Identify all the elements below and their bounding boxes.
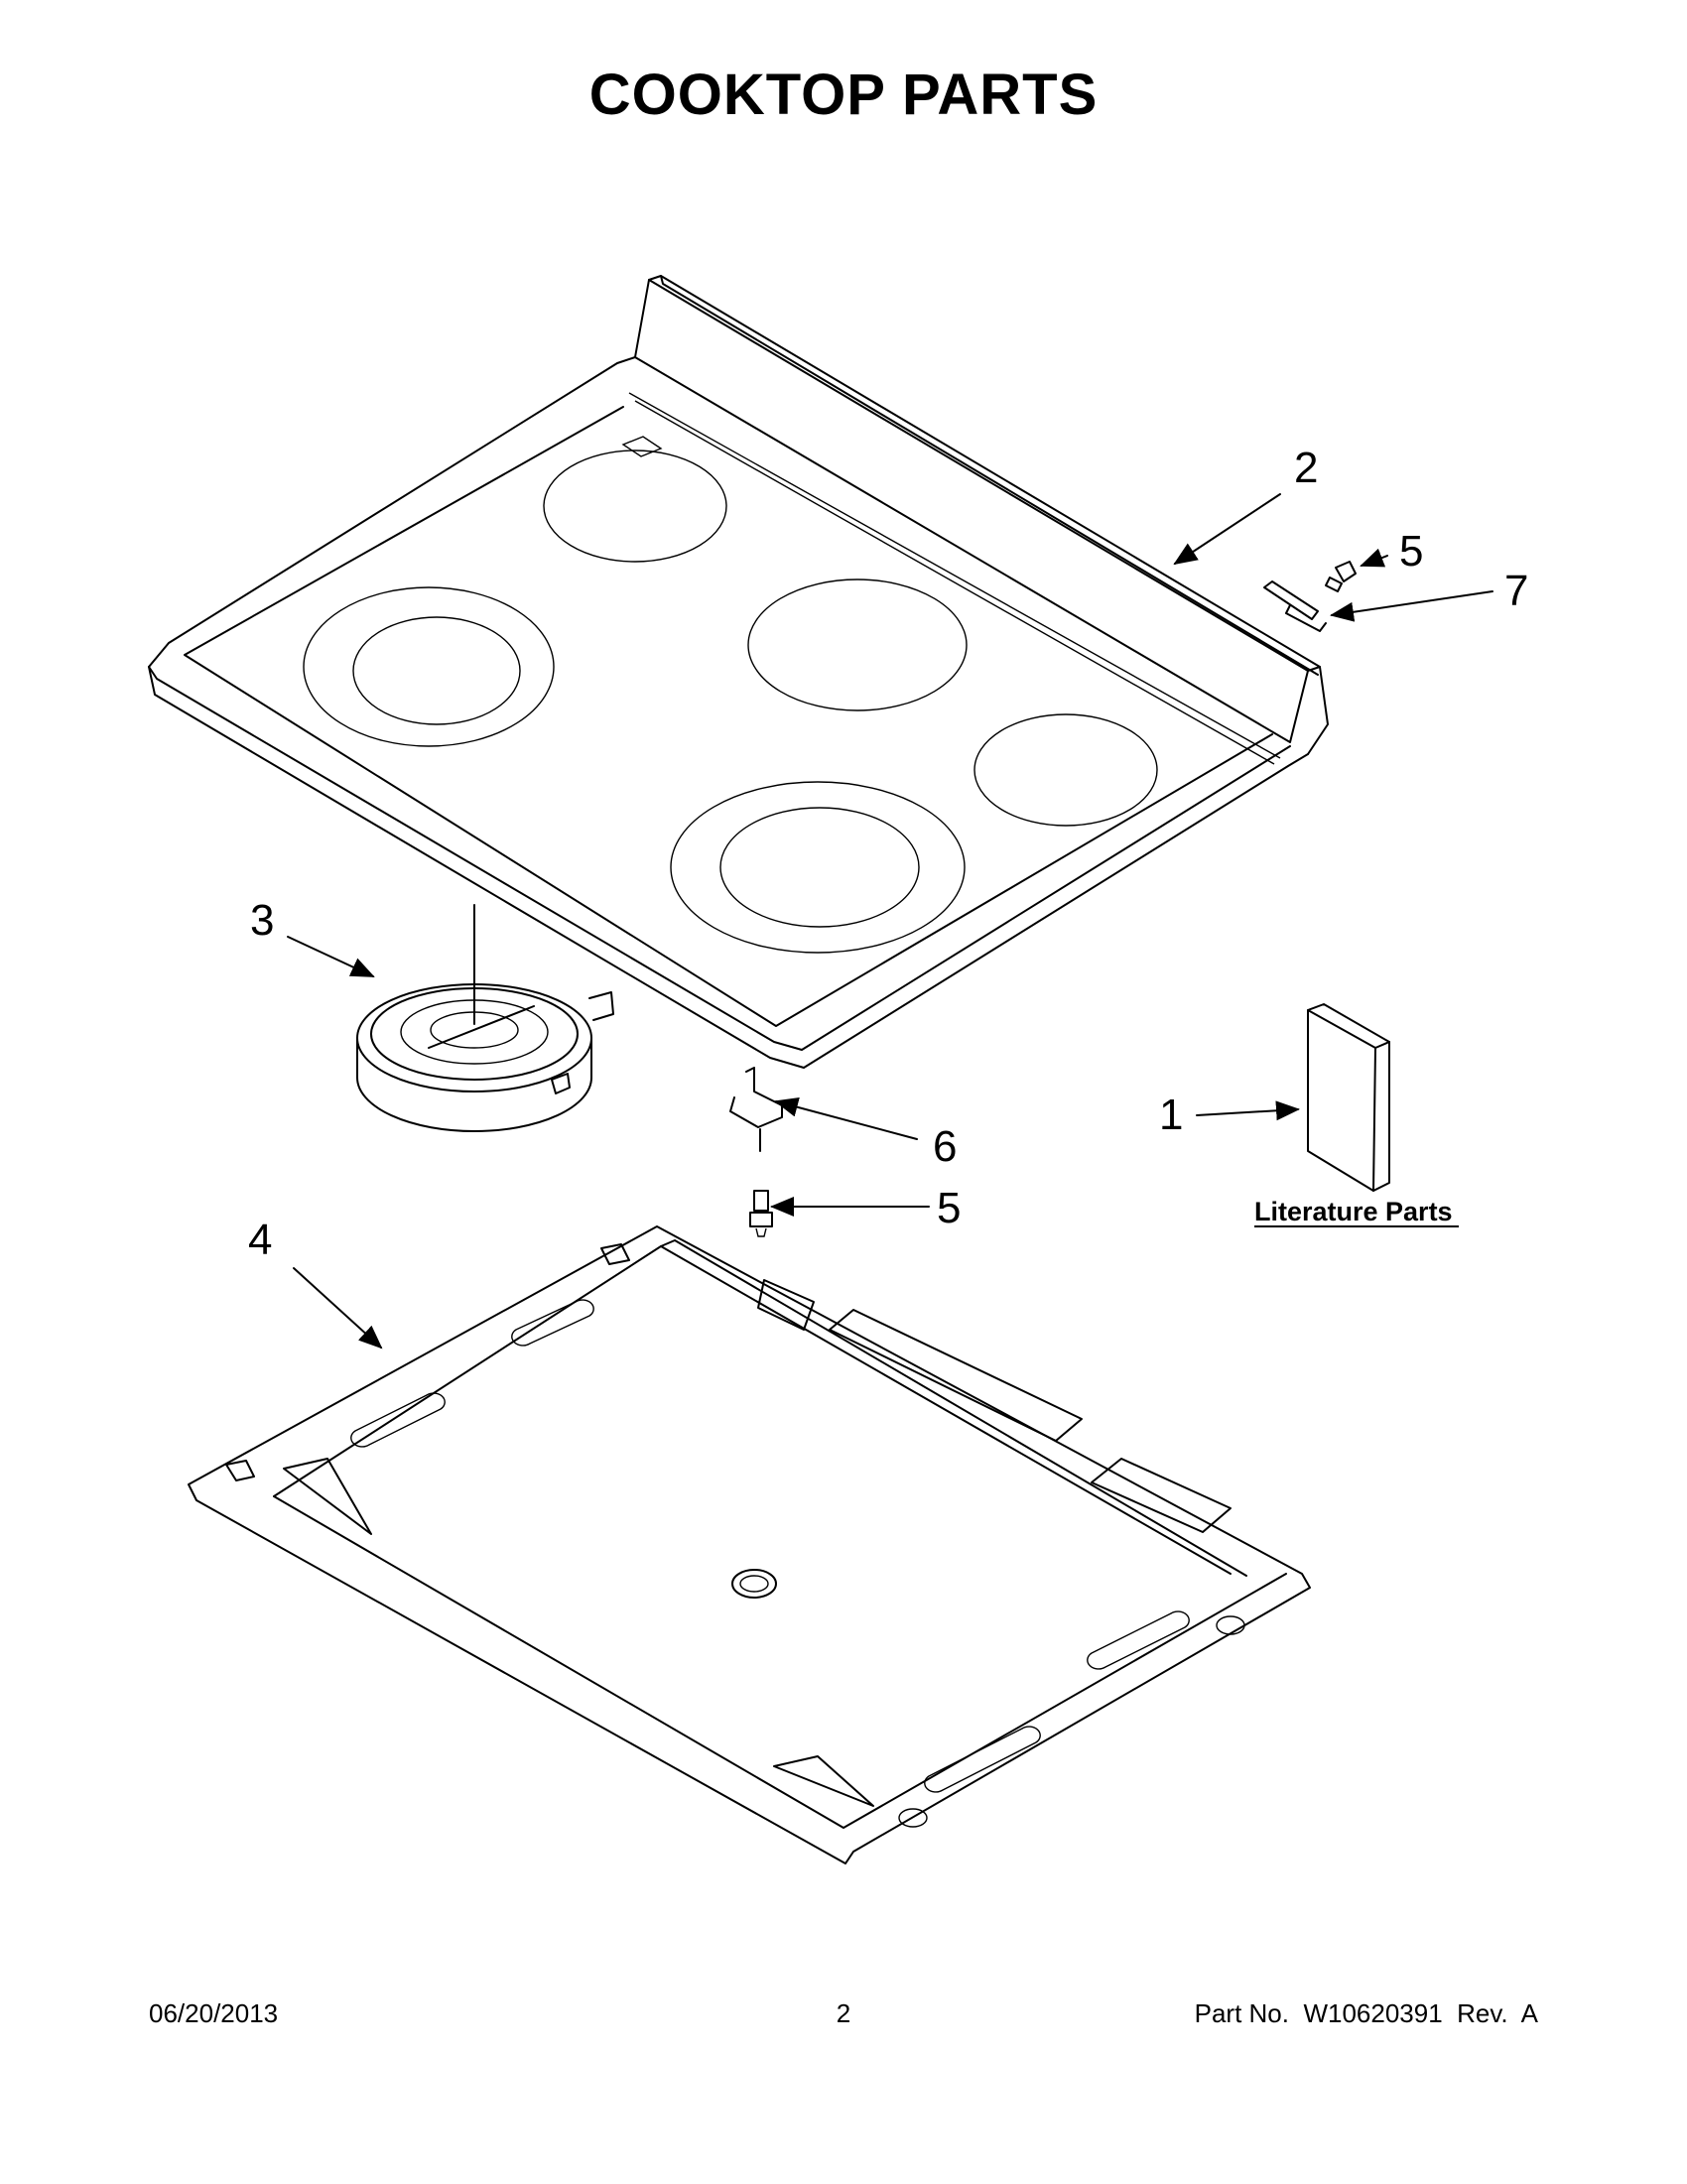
callout-leaders — [287, 493, 1493, 1349]
footer-part-number: Part No. W10620391 Rev. A — [1194, 1998, 1538, 2028]
literature-parts-label: Literature Parts — [1254, 1197, 1453, 1226]
page-title: COOKTOP PARTS — [588, 63, 1099, 127]
cooktop-assembly-part — [148, 275, 1329, 1069]
callout-4: 4 — [248, 1216, 272, 1264]
footer-date: 06/20/2013 — [149, 1998, 279, 2028]
screw-middle-part — [749, 1190, 773, 1237]
callout-6: 6 — [933, 1122, 957, 1171]
surface-element-part — [356, 904, 614, 1132]
support-panel-part — [188, 1225, 1311, 1864]
callout-labels: 2 5 7 3 1 6 5 4 Literature Parts — [248, 444, 1528, 1264]
footer-page-number: 2 — [836, 1998, 851, 2028]
literature-part — [1307, 1003, 1390, 1192]
callout-2: 2 — [1294, 444, 1318, 492]
callout-3: 3 — [250, 896, 274, 945]
callout-5-middle: 5 — [937, 1184, 961, 1232]
callout-5-top: 5 — [1399, 527, 1423, 576]
screw-top-part — [1325, 561, 1357, 592]
clip-part — [729, 1067, 783, 1152]
callout-1: 1 — [1159, 1091, 1183, 1139]
callout-7: 7 — [1504, 567, 1528, 615]
bracket-part — [1263, 580, 1327, 632]
